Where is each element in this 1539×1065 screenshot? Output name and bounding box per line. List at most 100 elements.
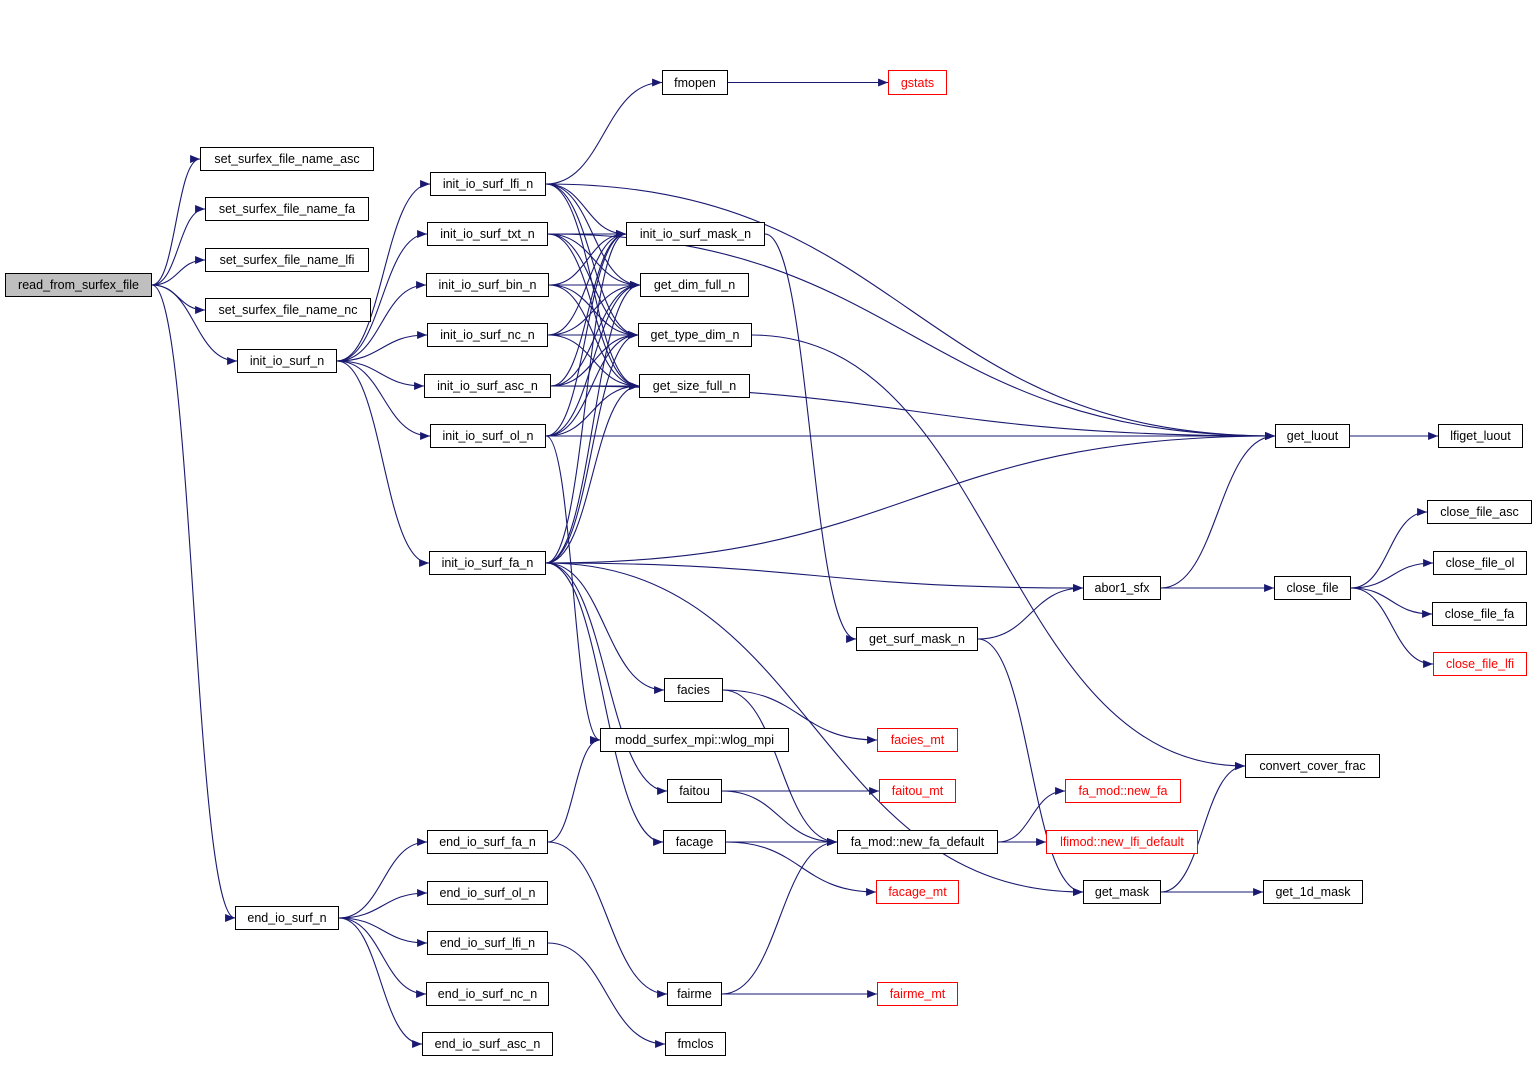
edge-init-io-surf-n-to-init-io-surf-ol-n (336, 360, 431, 440)
node-get-1d-mask[interactable]: get_1d_mask (1263, 880, 1363, 904)
edge-init-io-surf-fa-n-to-facies (545, 562, 665, 694)
edge-end-io-surf-n-to-end-io-surf-ol-n (338, 889, 428, 919)
edge-init-io-surf-fa-n-to-get-type-dim-n (545, 331, 639, 564)
edge-init-io-surf-asc-n-to-init-io-surf-mask-n (550, 230, 627, 387)
edge-end-io-surf-fa-n-to-modd-surfex-mpi-wlog-mpi (547, 736, 601, 843)
node-fmclos[interactable]: fmclos (665, 1032, 726, 1056)
node-fmopen[interactable]: fmopen (662, 70, 728, 95)
edge-end-io-surf-n-to-end-io-surf-asc-n (338, 917, 423, 1048)
edge-init-io-surf-fa-n-to-facage (545, 562, 664, 846)
node-close-file-asc[interactable]: close_file_asc (1427, 500, 1532, 524)
edge-read-from-surfex-file-to-end-io-surf-n (151, 284, 236, 922)
node-init-io-surf-bin-n[interactable]: init_io_surf_bin_n (426, 273, 549, 297)
edge-end-io-surf-n-to-end-io-surf-fa-n (338, 838, 428, 919)
edge-init-io-surf-n-to-init-io-surf-asc-n (336, 360, 425, 390)
edge-init-io-surf-nc-n-to-init-io-surf-mask-n (547, 230, 627, 336)
node-fairme-mt[interactable]: fairme_mt (877, 982, 958, 1006)
edge-close-file-to-close-file-lfi (1350, 587, 1434, 668)
node-get-surf-mask-n[interactable]: get_surf_mask_n (856, 627, 978, 651)
node-facies-mt[interactable]: facies_mt (877, 728, 958, 752)
edge-facage-to-facage-mt (725, 841, 877, 896)
node-set-surfex-file-name-fa[interactable]: set_surfex_file_name_fa (205, 197, 369, 221)
node-set-surfex-file-name-lfi[interactable]: set_surfex_file_name_lfi (205, 248, 369, 272)
edge-init-io-surf-txt-n-to-get-dim-full-n (547, 233, 641, 289)
node-lfimod-new-lfi-default[interactable]: lfimod::new_lfi_default (1046, 830, 1198, 854)
node-fairme[interactable]: fairme (667, 982, 722, 1006)
node-convert-cover-frac[interactable]: convert_cover_frac (1245, 754, 1380, 778)
node-init-io-surf-fa-n[interactable]: init_io_surf_fa_n (429, 551, 546, 575)
node-init-io-surf-asc-n[interactable]: init_io_surf_asc_n (424, 374, 551, 398)
node-faitou[interactable]: faitou (667, 779, 722, 803)
node-facies[interactable]: facies (664, 678, 723, 702)
edge-init-io-surf-ol-n-to-get-size-full-n (545, 382, 640, 437)
edge-get-type-dim-n-to-convert-cover-frac (751, 334, 1246, 770)
edge-init-io-surf-n-to-init-io-surf-fa-n (336, 360, 430, 567)
node-gstats[interactable]: gstats (888, 70, 947, 95)
edge-fairme-to-fa-mod-new-fa-default (721, 838, 838, 995)
node-init-io-surf-txt-n[interactable]: init_io_surf_txt_n (427, 222, 548, 246)
node-facage[interactable]: facage (663, 830, 726, 854)
edge-facies-to-fa-mod-new-fa-default (722, 689, 838, 846)
node-end-io-surf-ol-n[interactable]: end_io_surf_ol_n (427, 881, 548, 905)
edge-abor1-sfx-to-get-luout (1160, 432, 1276, 589)
node-close-file[interactable]: close_file (1274, 576, 1351, 600)
node-init-io-surf-ol-n[interactable]: init_io_surf_ol_n (430, 424, 546, 448)
node-end-io-surf-n[interactable]: end_io_surf_n (235, 906, 339, 930)
edge-close-file-to-close-file-fa (1350, 587, 1433, 618)
node-faitou-mt[interactable]: faitou_mt (879, 779, 956, 803)
edge-init-io-surf-ol-n-to-get-dim-full-n (545, 281, 641, 437)
node-get-type-dim-n[interactable]: get_type_dim_n (638, 323, 752, 347)
edge-close-file-to-close-file-ol (1350, 559, 1434, 589)
node-set-surfex-file-name-asc[interactable]: set_surfex_file_name_asc (200, 147, 374, 171)
edge-facies-to-facies-mt (722, 689, 878, 744)
node-close-file-fa[interactable]: close_file_fa (1432, 602, 1527, 626)
edge-faitou-to-fa-mod-new-fa-default (721, 790, 838, 846)
edge-init-io-surf-fa-n-to-get-size-full-n (545, 382, 640, 564)
edge-init-io-surf-ol-n-to-init-io-surf-mask-n (545, 230, 627, 437)
node-end-io-surf-fa-n[interactable]: end_io_surf_fa_n (427, 830, 548, 854)
node-get-luout[interactable]: get_luout (1275, 424, 1350, 448)
edge-init-io-surf-nc-n-to-get-dim-full-n (547, 281, 641, 336)
node-init-io-surf-lfi-n[interactable]: init_io_surf_lfi_n (430, 172, 546, 196)
edge-init-io-surf-n-to-init-io-surf-txt-n (336, 230, 428, 362)
node-end-io-surf-nc-n[interactable]: end_io_surf_nc_n (426, 982, 549, 1006)
edge-init-io-surf-fa-n-to-get-luout (545, 432, 1276, 564)
node-close-file-lfi[interactable]: close_file_lfi (1433, 652, 1527, 676)
edge-init-io-surf-fa-n-to-get-mask (545, 562, 1084, 896)
node-fa-mod-new-fa-default[interactable]: fa_mod::new_fa_default (837, 830, 998, 854)
edge-init-io-surf-lfi-n-to-get-luout (545, 183, 1276, 440)
node-set-surfex-file-name-nc[interactable]: set_surfex_file_name_nc (205, 298, 371, 322)
edge-end-io-surf-n-to-end-io-surf-nc-n (338, 917, 427, 998)
edge-init-io-surf-n-to-init-io-surf-nc-n (336, 331, 428, 362)
node-get-mask[interactable]: get_mask (1083, 880, 1161, 904)
edge-end-io-surf-fa-n-to-fairme (547, 841, 668, 998)
edge-read-from-surfex-file-to-set-surfex-file-name-lfi (151, 256, 206, 286)
edge-get-surf-mask-n-to-get-mask (977, 638, 1084, 896)
edge-get-surf-mask-n-to-abor1-sfx (977, 584, 1084, 640)
node-init-io-surf-nc-n[interactable]: init_io_surf_nc_n (427, 323, 548, 347)
node-init-io-surf-n[interactable]: init_io_surf_n (237, 349, 337, 373)
edge-init-io-surf-bin-n-to-init-io-surf-mask-n (548, 230, 627, 286)
node-facage-mt[interactable]: facage_mt (876, 880, 959, 904)
node-end-io-surf-lfi-n[interactable]: end_io_surf_lfi_n (427, 931, 548, 955)
node-end-io-surf-asc-n[interactable]: end_io_surf_asc_n (422, 1032, 553, 1056)
edge-read-from-surfex-file-to-init-io-surf-n (151, 284, 238, 365)
edge-init-io-surf-lfi-n-to-init-io-surf-mask-n (545, 183, 627, 238)
edge-end-io-surf-n-to-end-io-surf-lfi-n (338, 917, 428, 947)
node-abor1-sfx[interactable]: abor1_sfx (1083, 576, 1161, 600)
edge-init-io-surf-asc-n-to-get-type-dim-n (550, 331, 639, 387)
edge-init-io-surf-fa-n-to-faitou (545, 562, 668, 795)
node-fa-mod-new-fa[interactable]: fa_mod::new_fa (1065, 779, 1181, 803)
node-read-from-surfex-file[interactable]: read_from_surfex_file (5, 273, 152, 297)
edge-close-file-to-close-file-asc (1350, 508, 1428, 589)
node-get-size-full-n[interactable]: get_size_full_n (639, 374, 750, 398)
edge-init-io-surf-fa-n-to-get-dim-full-n (545, 281, 641, 564)
node-modd-surfex-mpi-wlog-mpi[interactable]: modd_surfex_mpi::wlog_mpi (600, 728, 789, 752)
edge-init-io-surf-ol-n-to-get-type-dim-n (545, 331, 639, 437)
node-init-io-surf-mask-n[interactable]: init_io_surf_mask_n (626, 222, 765, 246)
node-lfiget-luout[interactable]: lfiget_luout (1438, 424, 1523, 448)
edge-end-io-surf-lfi-n-to-fmclos (547, 942, 666, 1048)
node-close-file-ol[interactable]: close_file_ol (1433, 551, 1527, 575)
node-get-dim-full-n[interactable]: get_dim_full_n (640, 273, 749, 297)
